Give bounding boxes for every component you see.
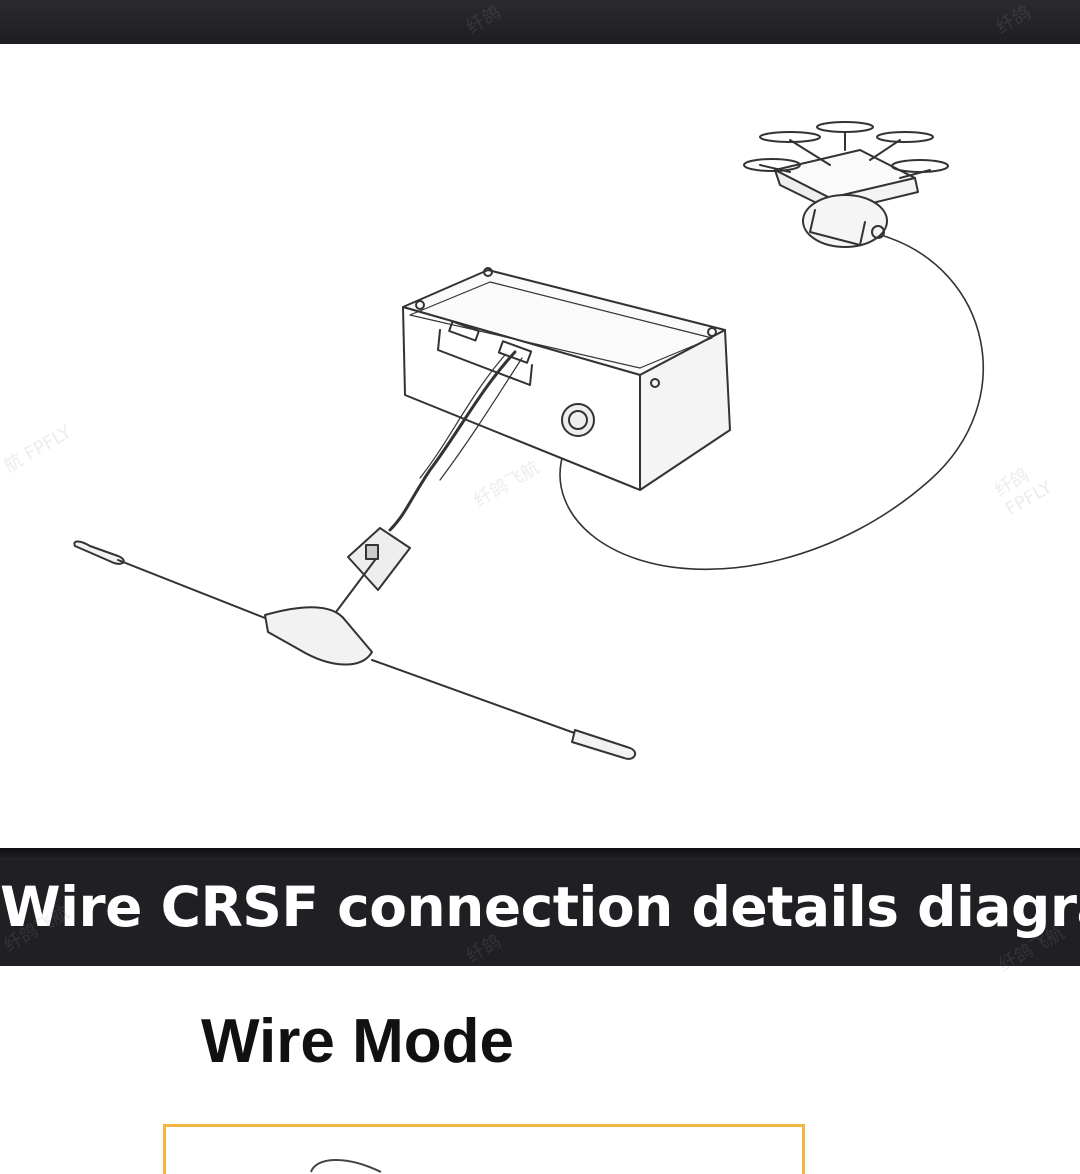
wire-mode-preview (310, 1159, 382, 1173)
band-edge (0, 848, 1080, 860)
receiver-icon (329, 527, 411, 621)
connection-illustration (0, 44, 1080, 848)
tether-cable (559, 235, 985, 571)
top-bar (0, 0, 1080, 44)
antenna-icon (73, 540, 637, 760)
receiver-harness (388, 350, 517, 532)
ground-box-icon (402, 267, 731, 491)
wire-mode-section: Wire Mode (0, 966, 1080, 1174)
section-title-band: Wire CRSF connection details diagram (0, 848, 1080, 966)
wire-mode-frame (163, 1124, 805, 1174)
section-title: Wire CRSF connection details diagram (0, 875, 1080, 939)
mode-title: Wire Mode (201, 1007, 514, 1076)
drone-icon (743, 121, 949, 248)
